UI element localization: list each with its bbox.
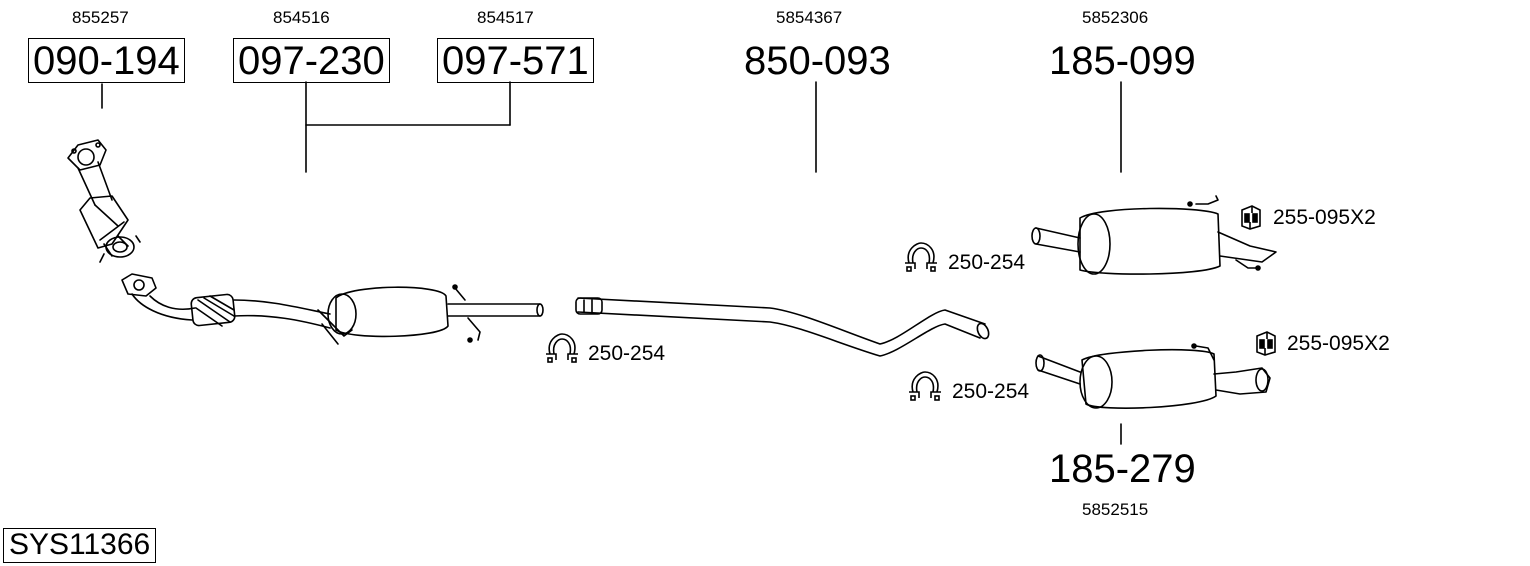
rear-silencer-lower-drawing bbox=[1035, 343, 1271, 409]
part-number-850-093[interactable]: 850-093 bbox=[744, 39, 891, 83]
rubber-mount-icon bbox=[1256, 331, 1276, 356]
middle-pipe-drawing bbox=[575, 297, 990, 357]
rubber-mount-label-2[interactable]: 255-095X2 bbox=[1287, 332, 1390, 355]
clamp-label-1[interactable]: 250-254 bbox=[588, 342, 666, 365]
clamp-icon bbox=[546, 333, 578, 363]
part-number-185-279[interactable]: 185-279 bbox=[1049, 447, 1196, 491]
part-number-097-571[interactable]: 097-571 bbox=[437, 38, 594, 83]
part-number-185-099[interactable]: 185-099 bbox=[1049, 39, 1196, 83]
downpipe-drawing bbox=[67, 139, 141, 263]
oem-label-850-093: 5854367 bbox=[776, 8, 843, 27]
clamp-label-2[interactable]: 250-254 bbox=[948, 251, 1026, 274]
rear-silencer-upper-drawing bbox=[1031, 195, 1277, 275]
rubber-mount-label-1[interactable]: 255-095X2 bbox=[1273, 206, 1376, 229]
oem-label-185-279: 5852515 bbox=[1082, 500, 1149, 519]
oem-label-090-194: 855257 bbox=[72, 8, 129, 27]
rubber-mount-icon bbox=[1241, 205, 1261, 230]
front-pipe-drawing bbox=[121, 273, 544, 345]
clamp-label-3[interactable]: 250-254 bbox=[952, 380, 1030, 403]
oem-label-097-571: 854517 bbox=[477, 8, 534, 27]
oem-label-097-230: 854516 bbox=[273, 8, 330, 27]
part-number-090-194[interactable]: 090-194 bbox=[28, 38, 185, 83]
clamp-icon bbox=[905, 242, 937, 272]
system-code: SYS11366 bbox=[3, 528, 157, 563]
oem-label-185-099: 5852306 bbox=[1082, 8, 1149, 27]
clamp-icon bbox=[909, 371, 941, 401]
part-number-097-230[interactable]: 097-230 bbox=[233, 38, 390, 83]
